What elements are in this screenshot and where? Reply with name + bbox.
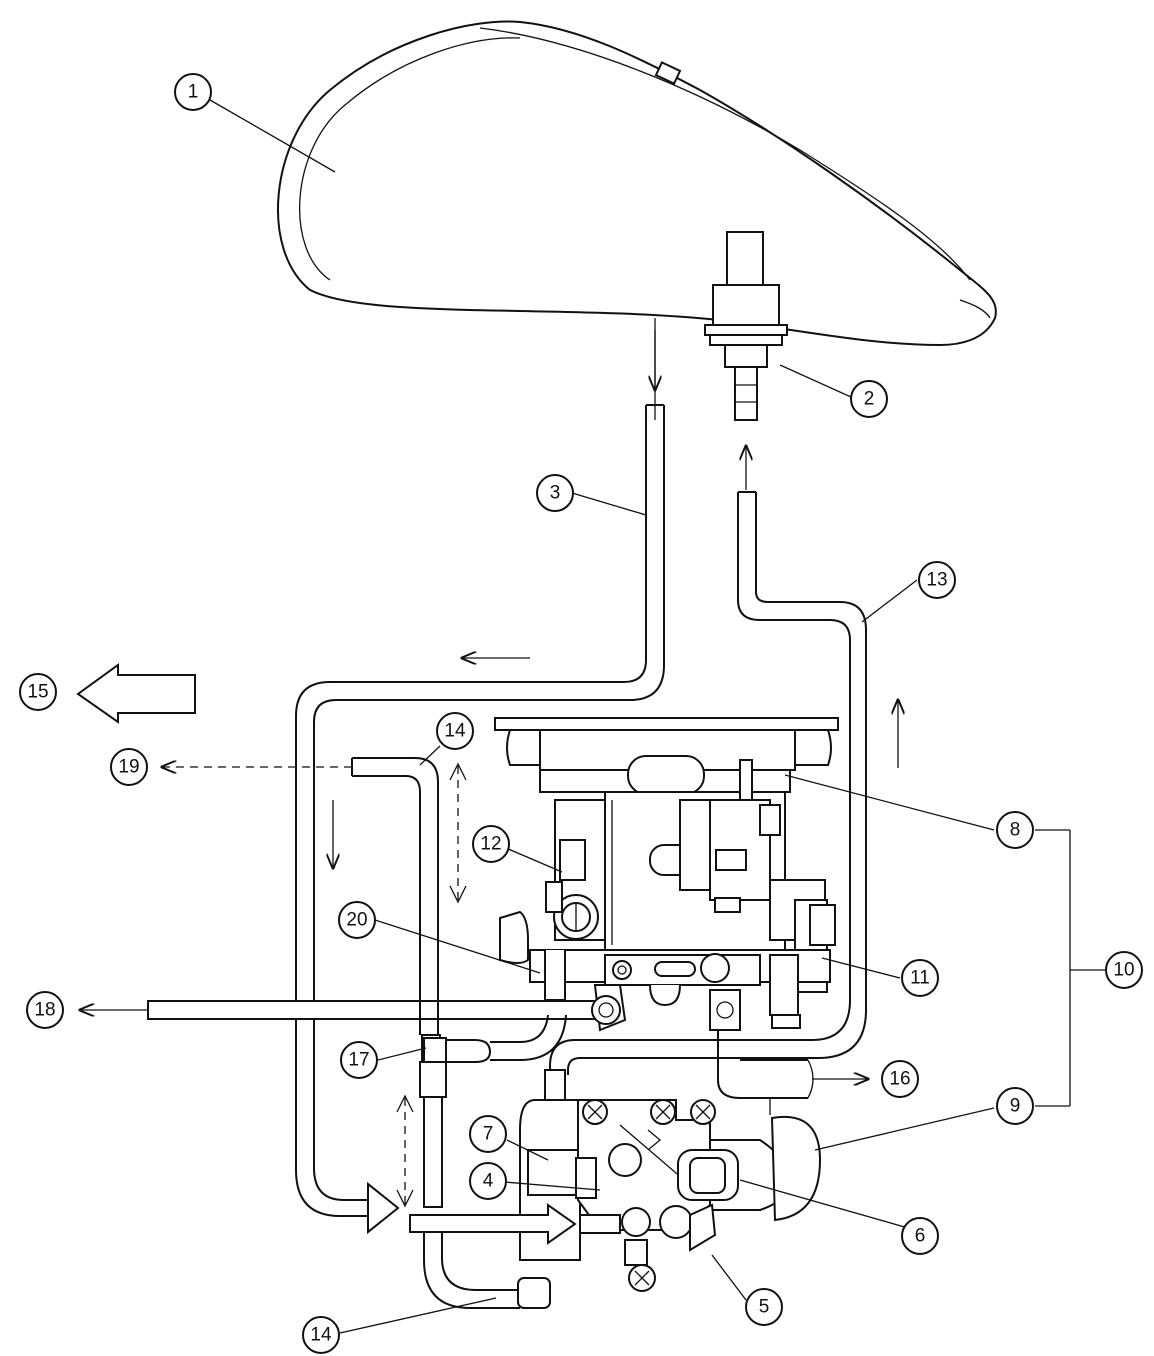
svg-text:10: 10 — [1113, 960, 1134, 981]
throttle-body — [494, 717, 839, 1032]
front-direction-arrow — [76, 663, 196, 724]
callout-11: 11 — [901, 959, 939, 997]
svg-text:17: 17 — [348, 1050, 369, 1071]
callout-9: 9 — [996, 1087, 1034, 1125]
svg-text:8: 8 — [1010, 820, 1021, 841]
fuel-pump-assembly — [519, 1069, 822, 1292]
callout-5: 5 — [745, 1288, 783, 1326]
callout-12: 12 — [472, 825, 510, 863]
callout-8: 8 — [996, 811, 1034, 849]
callout-1: 1 — [174, 73, 212, 111]
callout-19: 19 — [110, 748, 148, 786]
svg-text:3: 3 — [550, 483, 561, 504]
svg-text:18: 18 — [34, 1000, 55, 1021]
main-flow-arrow — [409, 1203, 577, 1245]
callout-17: 17 — [340, 1041, 378, 1079]
svg-text:19: 19 — [118, 757, 139, 778]
drain-hose — [147, 995, 621, 1025]
svg-text:6: 6 — [915, 1226, 926, 1247]
dashed-double-arrow-lower — [396, 1094, 414, 1208]
t-joint — [419, 1014, 567, 1208]
svg-text:9: 9 — [1010, 1096, 1021, 1117]
callout-18: 18 — [26, 991, 64, 1029]
svg-text:4: 4 — [483, 1171, 494, 1192]
breather-hose-lower — [423, 1232, 551, 1309]
leader-lines — [209, 99, 1105, 1334]
svg-text:13: 13 — [926, 570, 947, 591]
return-hose — [549, 491, 867, 1075]
callout-10: 10 — [1105, 951, 1143, 989]
svg-text:15: 15 — [27, 682, 48, 703]
svg-text:11: 11 — [910, 968, 930, 989]
svg-text:20: 20 — [346, 910, 367, 931]
callout-3: 3 — [536, 474, 574, 512]
callout-16: 16 — [881, 1060, 919, 1098]
svg-text:1: 1 — [188, 82, 199, 103]
callout-6: 6 — [901, 1217, 939, 1255]
svg-text:16: 16 — [889, 1069, 910, 1090]
callout-15: 15 — [19, 673, 57, 711]
svg-text:7: 7 — [483, 1124, 494, 1145]
callout-2: 2 — [850, 380, 888, 418]
outlet-hose — [717, 1030, 814, 1115]
callout-7: 7 — [469, 1115, 507, 1153]
svg-text:14: 14 — [444, 721, 466, 742]
callout-14-upper: 14 — [436, 712, 474, 750]
svg-text:14: 14 — [310, 1325, 332, 1346]
supply-hose — [295, 404, 665, 1235]
svg-text:5: 5 — [759, 1297, 770, 1318]
callout-13: 13 — [918, 561, 956, 599]
svg-text:12: 12 — [480, 834, 501, 855]
fuel-tank — [276, 20, 997, 420]
dashed-double-arrow-upper — [449, 762, 467, 904]
svg-text:2: 2 — [864, 389, 875, 410]
callout-14-lower: 14 — [302, 1316, 340, 1354]
callout-20: 20 — [338, 901, 376, 939]
callout-4: 4 — [469, 1162, 507, 1200]
fuel-outlet-fitting — [704, 231, 788, 421]
